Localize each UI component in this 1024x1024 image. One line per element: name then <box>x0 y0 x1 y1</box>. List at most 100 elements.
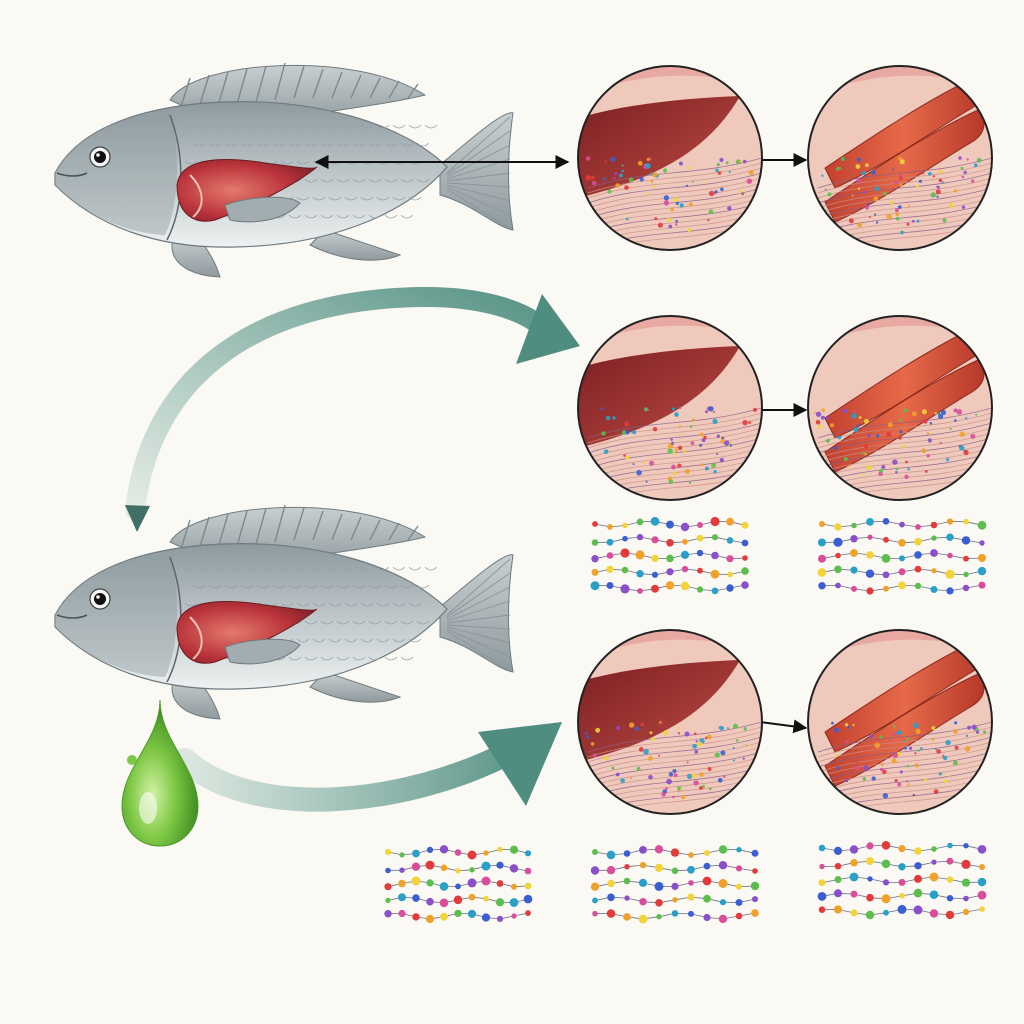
scale-mark <box>384 584 398 589</box>
bead <box>915 524 921 530</box>
bead <box>591 539 599 546</box>
cell-speck <box>899 159 905 165</box>
cell-speck <box>906 737 910 741</box>
cell-speck <box>894 779 898 783</box>
cell-speck <box>646 408 650 412</box>
bead <box>866 587 874 595</box>
micrograph-content <box>578 630 762 814</box>
cell-speck <box>915 728 921 735</box>
cell-speck <box>702 784 705 788</box>
scale-mark <box>184 124 198 129</box>
cell-speck <box>905 460 908 464</box>
fin-spine <box>236 68 248 105</box>
tissue-fiber <box>587 172 762 204</box>
curved-arrow-lower <box>173 726 542 812</box>
bead-strip-r4-right <box>817 841 987 920</box>
cell-speck <box>897 782 902 787</box>
micrograph-border <box>807 65 993 251</box>
bead <box>638 914 648 924</box>
cell-speck <box>720 439 724 444</box>
cell-speck <box>930 192 936 198</box>
cell-speck <box>914 752 917 755</box>
bead <box>946 518 954 525</box>
bead <box>696 549 704 557</box>
scale-mark <box>416 178 430 183</box>
bead <box>481 861 491 871</box>
scale-mark <box>328 566 342 571</box>
cell-speck <box>837 169 843 175</box>
cell-speck <box>595 727 601 733</box>
cell-speck <box>954 745 959 750</box>
cell-speck <box>831 721 834 725</box>
bead <box>511 883 517 890</box>
cell-speck <box>916 219 920 223</box>
tissue-fiber <box>817 177 992 209</box>
scale-mark <box>384 620 398 625</box>
scale-mark <box>352 178 366 183</box>
tissue-fiber <box>817 442 992 474</box>
cell-speck <box>673 197 679 203</box>
fin-spine <box>407 83 419 99</box>
bead <box>509 864 519 873</box>
cell-speck <box>694 732 697 736</box>
scale-mark <box>400 584 414 589</box>
tissue-fiber <box>817 407 992 439</box>
cell-speck <box>865 205 870 210</box>
cell-speck <box>866 202 870 206</box>
bead <box>963 895 969 902</box>
bead <box>736 847 742 853</box>
tissue-fiber <box>817 172 992 204</box>
bead <box>883 909 889 916</box>
cell-speck <box>967 725 972 730</box>
fin-spine <box>369 519 381 541</box>
cell-speck <box>686 184 689 187</box>
cell-speck <box>964 746 971 752</box>
cell-speck <box>639 177 644 182</box>
cell-speck <box>890 201 894 205</box>
cell-speck <box>612 416 616 420</box>
cell-speck <box>926 454 930 458</box>
bead <box>741 521 749 529</box>
scale-mark <box>360 196 374 201</box>
cell-speck <box>688 202 693 207</box>
cell-speck <box>954 189 958 193</box>
cell-speck <box>924 778 928 782</box>
scale-mark <box>416 620 430 625</box>
bead <box>850 890 858 898</box>
bead <box>671 882 679 891</box>
circle-r3-muscle <box>807 629 993 815</box>
cell-speck <box>855 759 859 763</box>
bead <box>687 893 695 901</box>
scale-mark <box>392 196 406 201</box>
bead <box>697 522 703 528</box>
bead <box>741 567 749 575</box>
bead <box>666 539 674 547</box>
circle-r2-liver <box>577 315 763 501</box>
scale-mark <box>424 124 438 129</box>
bead <box>850 566 858 574</box>
scale-mark <box>328 196 342 201</box>
tail-ray <box>446 628 511 658</box>
scale-mark <box>344 124 358 129</box>
tail-ray <box>446 624 511 630</box>
bead <box>961 536 971 545</box>
bead <box>866 551 874 559</box>
cell-speck <box>882 191 887 196</box>
bead <box>963 518 969 525</box>
bead <box>977 845 987 854</box>
bead <box>606 582 614 589</box>
cell-speck <box>682 449 687 453</box>
bead <box>623 877 631 885</box>
cell-speck <box>663 730 669 736</box>
fin-spine <box>255 65 267 103</box>
bead <box>865 910 875 920</box>
fin-spine <box>179 519 191 553</box>
cell-speck <box>857 222 863 228</box>
bead <box>440 864 448 872</box>
scale-mark <box>248 566 262 571</box>
tail-ray <box>446 586 511 620</box>
bead <box>453 895 463 905</box>
tissue-fiber <box>587 187 762 219</box>
scale-mark <box>360 602 374 607</box>
cell-speck <box>897 205 902 210</box>
